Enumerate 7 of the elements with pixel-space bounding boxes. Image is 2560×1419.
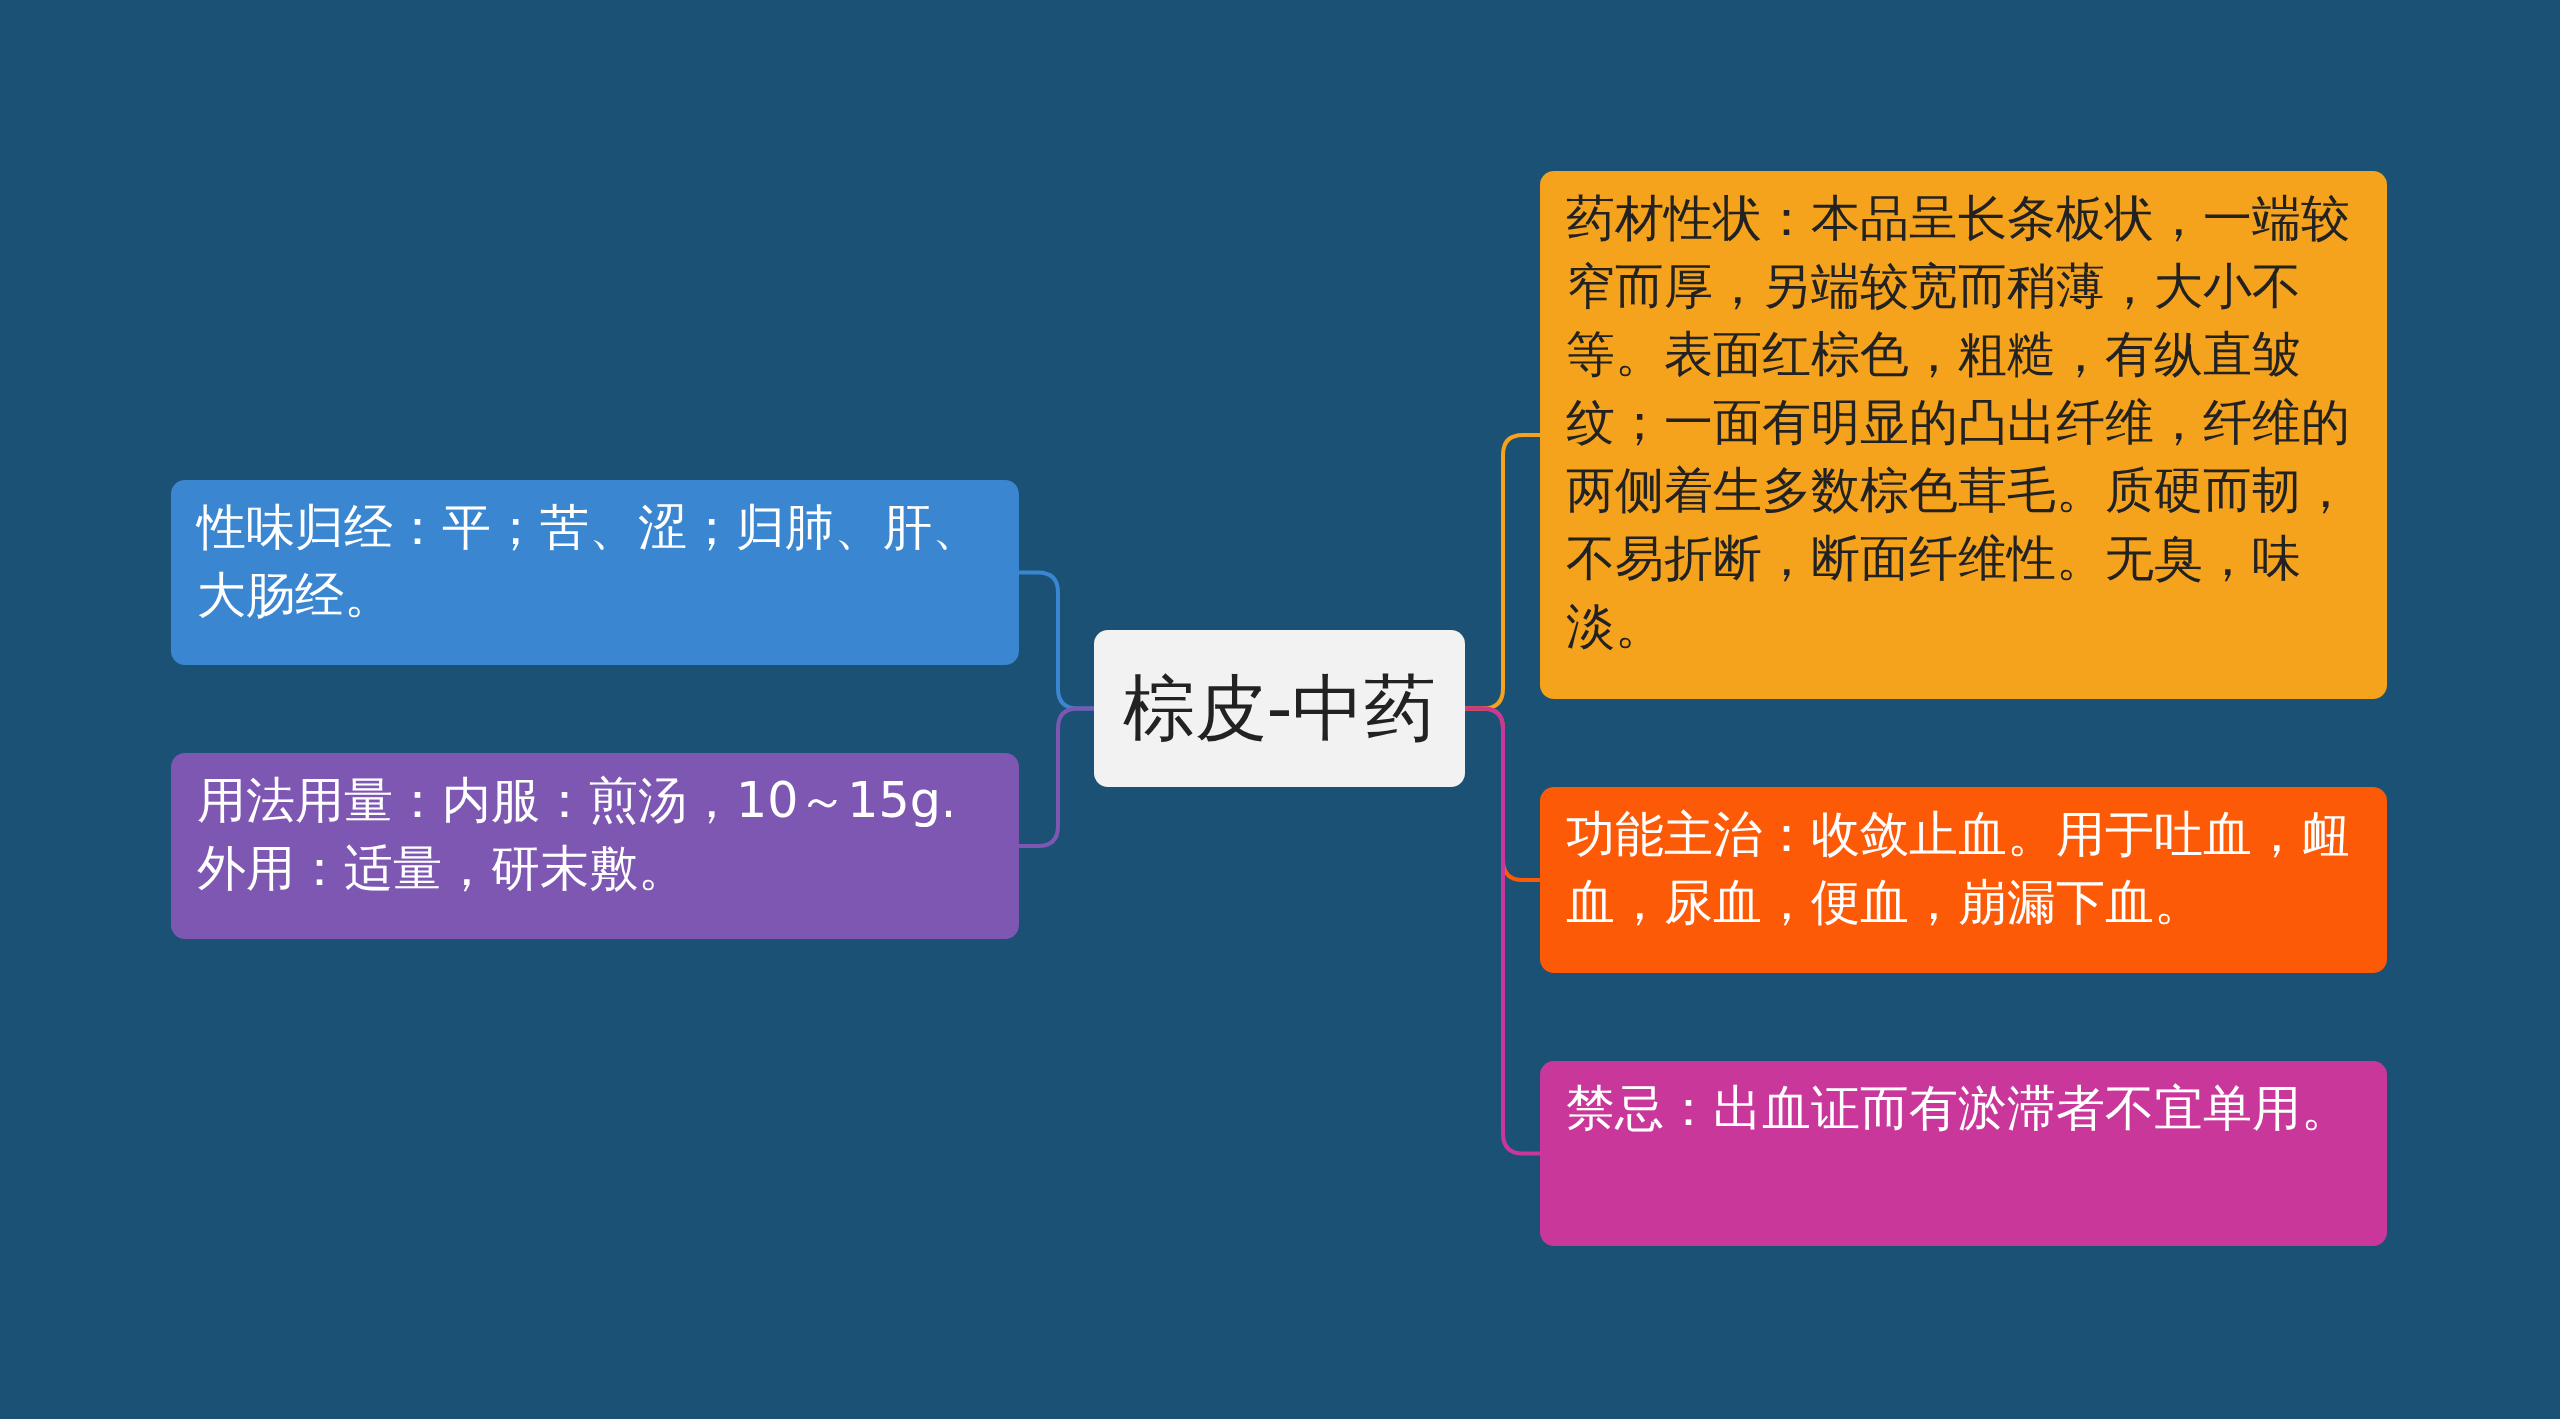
topic-box: 性味归经：平；苦、涩；归肺、肝、大肠经。 [171,480,1019,665]
topic-box: 功能主治：收敛止血。用于吐血，衄血，尿血，便血，崩漏下血。 [1540,787,2387,973]
connector-line [1019,706,1094,848]
topic-box: 用法用量：内服：煎汤，10～15g.外用：适量，研末敷。 [171,753,1019,939]
topic-box: 药材性状：本品呈长条板状，一端较窄而厚，另端较宽而稍薄，大小不等。表面红棕色，粗糙，有纵直皱纹；一面有明显的凸出纤维，纤维的两侧着生多数棕色茸毛。质硬而韧，不易折断，断面纤维性。无臭，味淡。 [1540,171,2387,699]
topic-box: 禁忌：出血证而有淤滞者不宜单用。 [1540,1061,2387,1246]
central-topic-box: 棕皮-中药 [1094,630,1465,787]
